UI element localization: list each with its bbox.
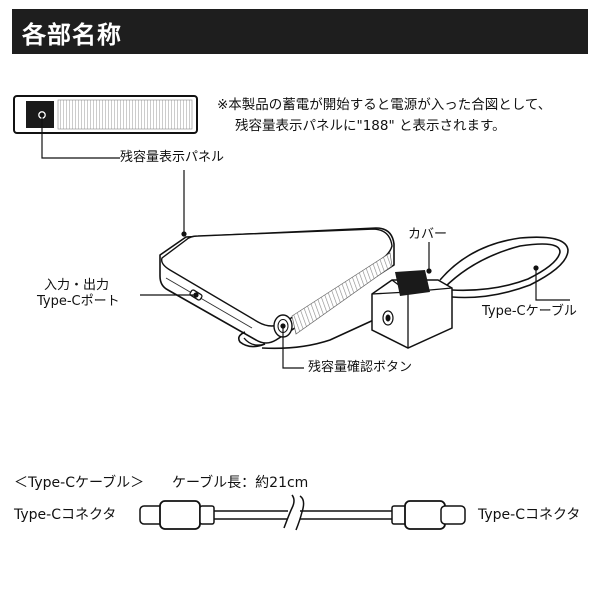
label-right-connector: Type-Cコネクタ <box>478 507 581 523</box>
power-on-note: ※本製品の蓄電が開始すると電源が入った合図として、 残容量表示パネルに"188"… <box>217 95 551 137</box>
label-check-button: 残容量確認ボタン <box>308 360 413 375</box>
cable-length: ケーブル長：約21cm <box>172 475 309 491</box>
section-header: 各部名称 <box>12 9 588 54</box>
label-display-panel: 残容量表示パネル <box>120 150 225 165</box>
note-line-1: ※本製品の蓄電が開始すると電源が入った合図として、 <box>217 97 552 113</box>
note-line-2: 残容量表示パネルに"188" と表示されます。 <box>235 118 506 134</box>
label-io-port-line2: Type-Cポート <box>37 294 120 309</box>
label-left-connector: Type-Cコネクタ <box>14 507 117 523</box>
label-cover: カバー <box>408 227 448 242</box>
display-panel-icon <box>26 101 54 128</box>
label-type-c-cable: Type-Cケーブル <box>482 304 577 319</box>
front-view <box>13 95 198 134</box>
cover-connector <box>371 270 453 349</box>
power-bank-body <box>159 227 395 346</box>
cable-section-title: ＜Type-Cケーブル＞ <box>14 475 145 491</box>
section-title: 各部名称 <box>22 21 122 49</box>
cable-loop <box>238 236 569 350</box>
label-io-port-line1: 入力・出力 <box>44 278 110 293</box>
cable-drawing <box>139 494 466 531</box>
